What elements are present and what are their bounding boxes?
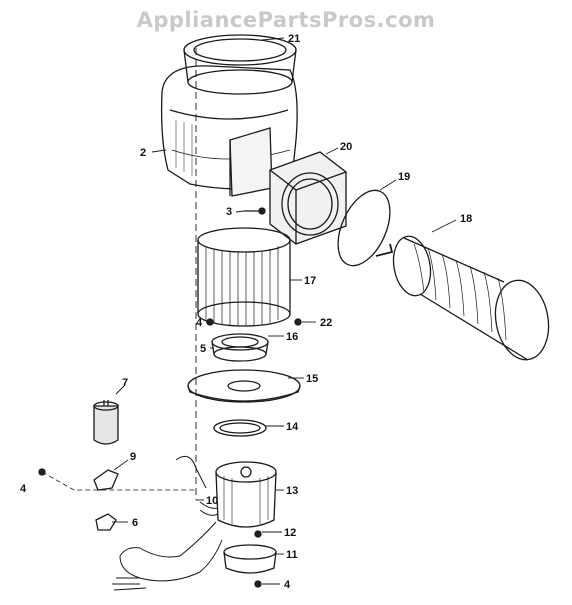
part-12-washer xyxy=(254,530,262,538)
callout-5: 5 xyxy=(200,343,206,355)
callout-7: 7 xyxy=(122,377,128,389)
callout-21: 21 xyxy=(288,33,300,45)
part-9-bracket xyxy=(93,469,119,491)
callout-20: 20 xyxy=(340,141,352,153)
wiring-harness xyxy=(112,455,223,591)
part-7-capacitor xyxy=(93,400,119,445)
callout-9: 9 xyxy=(130,451,136,463)
callout-11: 11 xyxy=(286,549,298,561)
callout-2: 2 xyxy=(140,147,146,159)
part-11-cover xyxy=(223,544,277,574)
callout-16: 16 xyxy=(286,331,298,343)
part-20-duct-adapter xyxy=(269,151,347,245)
part-21-collar xyxy=(183,34,297,95)
part-6-clip xyxy=(95,513,117,531)
part-14-ring xyxy=(213,419,267,437)
part-13-motor xyxy=(215,461,277,528)
callout-18: 18 xyxy=(460,213,472,225)
callout-22: 22 xyxy=(320,317,332,329)
part-22-setscrew xyxy=(294,318,302,326)
part-3-screw xyxy=(244,207,266,215)
callout-10: 10 xyxy=(206,495,218,507)
callout-15: 15 xyxy=(306,373,318,385)
callout-14: 14 xyxy=(286,421,299,433)
part-15-plate xyxy=(187,369,301,403)
callout-19: 19 xyxy=(398,171,410,183)
part-4-screw-bottom xyxy=(254,580,262,588)
part-19-clamp xyxy=(337,189,394,267)
watermark: AppliancePartsPros.com xyxy=(136,8,436,32)
callout-13: 13 xyxy=(286,485,298,497)
part-16-mount xyxy=(211,333,269,362)
part-18-flex-duct xyxy=(392,235,550,361)
callout-4-upper: 4 xyxy=(196,317,203,329)
callout-3: 3 xyxy=(226,206,232,218)
part-17-blower-wheel xyxy=(197,227,291,327)
callout-12: 12 xyxy=(284,527,296,539)
callout-17: 17 xyxy=(304,275,316,287)
callout-4-left: 4 xyxy=(20,483,27,495)
callout-4-bottom: 4 xyxy=(284,579,291,591)
callout-6: 6 xyxy=(132,517,138,529)
